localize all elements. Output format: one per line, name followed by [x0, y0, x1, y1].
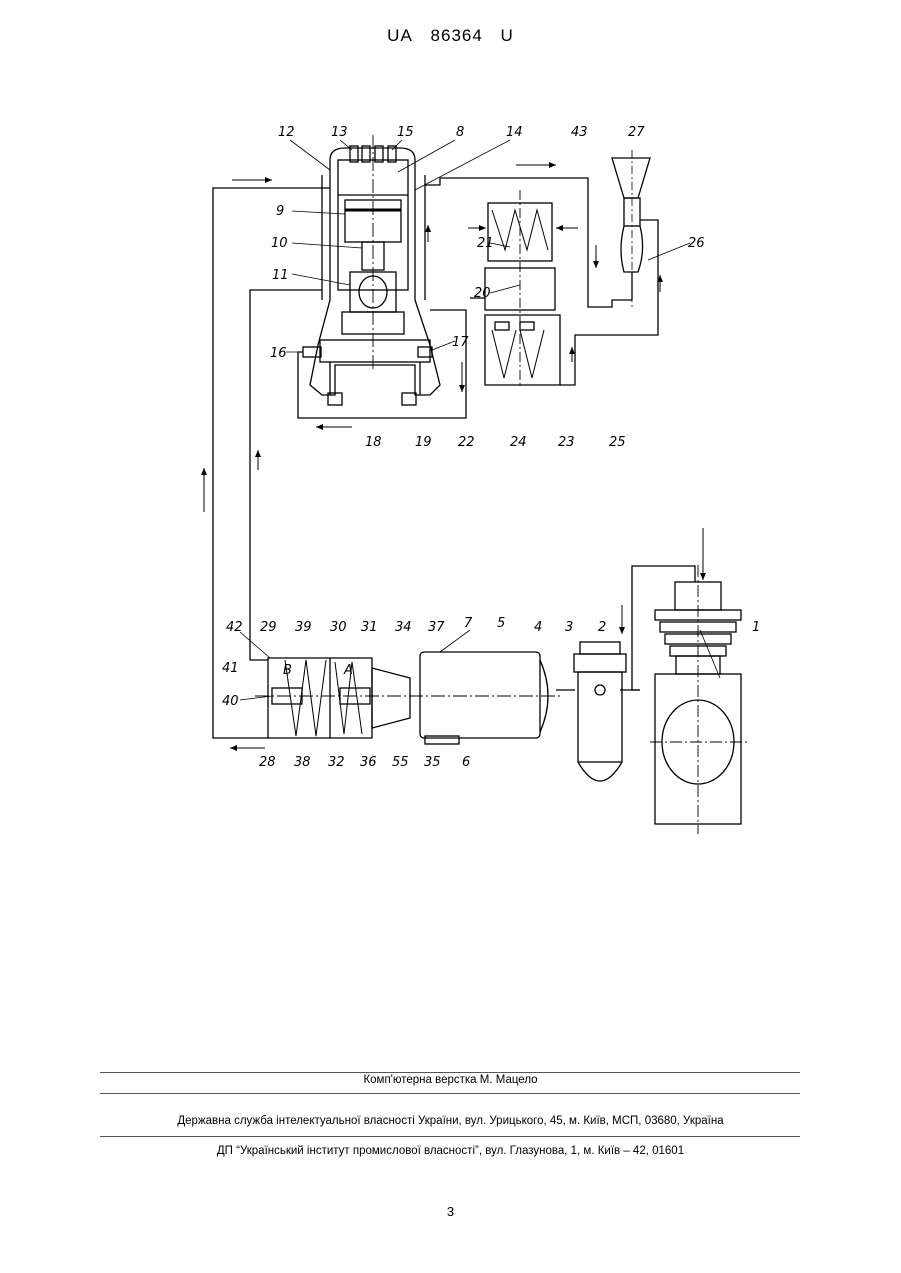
label-1: 1: [752, 620, 760, 635]
label-13: 13: [331, 125, 348, 140]
label-41: 41: [222, 661, 239, 676]
label-24: 24: [510, 435, 527, 450]
label-4: 4: [534, 620, 542, 635]
label-22: 22: [458, 435, 475, 450]
label-10: 10: [271, 236, 288, 251]
label-39: 39: [295, 620, 312, 635]
flow-arrows: [204, 165, 703, 748]
label-37: 37: [428, 620, 445, 635]
label-27: 27: [628, 125, 645, 140]
label-14: 14: [506, 125, 523, 140]
chamber-b-label: B: [283, 663, 292, 678]
label-8: 8: [456, 125, 464, 140]
label-35: 35: [424, 755, 441, 770]
footer-institute: ДП “Український інститут промислової вла…: [0, 1145, 901, 1157]
separator-stack: [485, 190, 560, 385]
reference-labels: 12 13 15 8 14 43 27 9 10 11 21 26 20 16 …: [222, 125, 760, 770]
label-43: 43: [571, 125, 588, 140]
footer-service: Державна служба інтелектуальної власност…: [0, 1115, 901, 1127]
label-19: 19: [415, 435, 432, 450]
label-31: 31: [361, 620, 378, 635]
label-29: 29: [260, 620, 277, 635]
chamber-a-label: A: [343, 663, 353, 678]
label-21: 21: [477, 236, 494, 251]
label-26: 26: [688, 236, 705, 251]
label-11: 11: [272, 268, 289, 283]
footer-layout: Комп'ютерна верстка М. Мацело: [0, 1074, 901, 1086]
label-7: 7: [464, 616, 473, 631]
label-16: 16: [270, 346, 287, 361]
label-18: 18: [365, 435, 382, 450]
label-25: 25: [609, 435, 626, 450]
lower-assembly: [255, 565, 748, 834]
label-55: 55: [392, 755, 409, 770]
footer-rule-3: [100, 1136, 800, 1137]
label-6: 6: [462, 755, 470, 770]
label-5: 5: [497, 616, 505, 631]
footer-rule-2: [100, 1093, 800, 1094]
label-30: 30: [330, 620, 347, 635]
label-42: 42: [226, 620, 243, 635]
label-32: 32: [328, 755, 345, 770]
label-20: 20: [474, 286, 491, 301]
label-15: 15: [397, 125, 414, 140]
leader-lines: [240, 140, 720, 700]
label-28: 28: [259, 755, 276, 770]
label-12: 12: [278, 125, 295, 140]
label-9: 9: [276, 204, 284, 219]
upper-machine: [303, 135, 440, 405]
label-36: 36: [360, 755, 377, 770]
label-23: 23: [558, 435, 575, 450]
footer-rule-1: [100, 1072, 800, 1073]
page-number: 3: [0, 1204, 901, 1219]
funnel-device: [612, 150, 650, 310]
label-38: 38: [294, 755, 311, 770]
label-3: 3: [565, 620, 573, 635]
label-17: 17: [452, 335, 469, 350]
label-40: 40: [222, 694, 239, 709]
label-34: 34: [395, 620, 412, 635]
label-2: 2: [598, 620, 606, 635]
